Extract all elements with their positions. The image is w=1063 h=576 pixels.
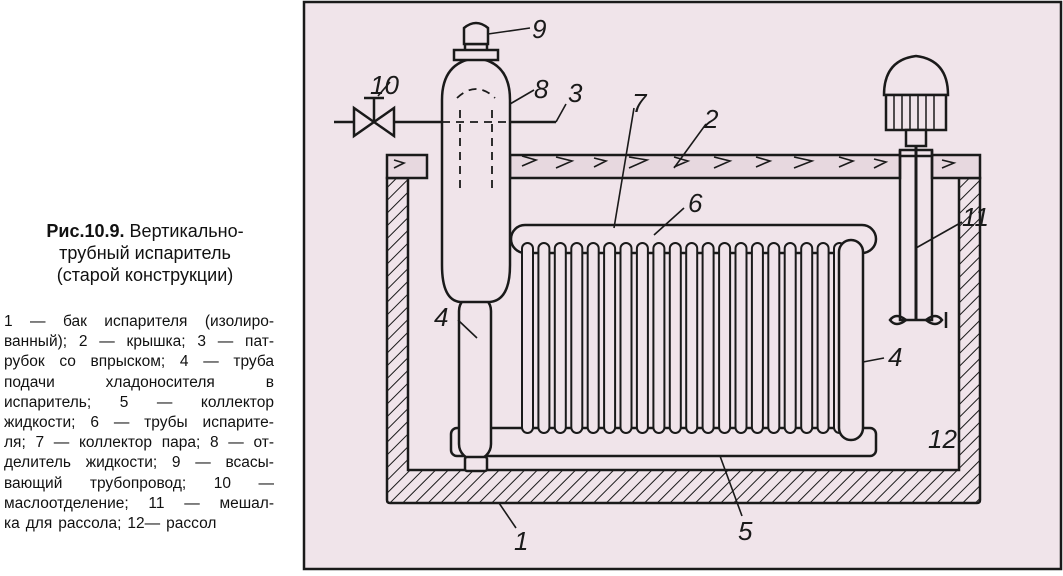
evaporator-tube — [537, 242, 551, 434]
evaporator-tube — [652, 242, 666, 434]
evaporator-tube — [701, 242, 715, 434]
diagram-svg: 9 10 3 8 7 6 2 4 4 5 1 11 12 — [302, 0, 1063, 571]
suction-line — [452, 21, 500, 62]
label-tank: 1 — [514, 526, 528, 556]
legend-line: испаритель;5—коллектор — [4, 393, 274, 411]
evaporator-tube — [635, 242, 649, 434]
evaporator-tubes — [521, 242, 846, 434]
label-brine-mixer: 11 — [962, 202, 989, 232]
feed-pipe-right — [837, 238, 865, 442]
figure-caption: Рис.10.9. Вертикально- трубный испарител… — [0, 0, 292, 571]
evaporator-tube — [816, 242, 830, 434]
evaporator-tube — [734, 242, 748, 434]
label-brine: 12 — [928, 424, 957, 454]
oil-separation-valve — [352, 96, 396, 139]
evaporator-tube — [553, 242, 567, 434]
evaporator-tube — [800, 242, 814, 434]
evaporator-tube — [570, 242, 584, 434]
evaporator-tube — [685, 242, 699, 434]
label-inlet-pipe: 3 — [568, 78, 583, 108]
figure-title: Рис.10.9. Вертикально- трубный испарител… — [4, 220, 286, 286]
evaporator-tube — [767, 242, 781, 434]
label-cover: 2 — [703, 104, 719, 134]
evaporator-tube — [718, 242, 732, 434]
label-oil-separation: 10 — [370, 70, 399, 100]
label-liquid-collector: 5 — [738, 516, 753, 546]
label-vapor-collector: 7 — [632, 88, 648, 118]
component-labels: 9 10 3 8 7 6 2 4 4 5 1 11 12 — [370, 14, 989, 556]
legend-line: маслоотделение;11—мешал- — [4, 494, 274, 512]
label-suction-line: 9 — [532, 14, 546, 44]
liquid-separator — [440, 56, 512, 473]
figure-title-line-1: Вертикально- — [129, 221, 244, 241]
liquid-collector — [449, 426, 878, 458]
evaporator-tube — [750, 242, 764, 434]
brine-mixer — [882, 54, 950, 328]
evaporator-tube — [603, 242, 617, 434]
figure-label: Рис.10.9. — [46, 221, 125, 241]
label-evaporator-tubes: 6 — [688, 188, 703, 218]
label-liquid-separator: 8 — [534, 74, 549, 104]
leader-lines — [377, 27, 963, 529]
evaporator-diagram: 9 10 3 8 7 6 2 4 4 5 1 11 12 — [294, 0, 1063, 571]
figure-title-line-3: (старой конструкции) — [56, 265, 234, 285]
evaporator-tube — [668, 242, 682, 434]
evaporator-tube — [783, 242, 797, 434]
feed-pipe-left — [457, 293, 493, 462]
figure-title-line-2: трубный испаритель — [59, 243, 231, 263]
evaporator-tube — [521, 242, 534, 434]
label-feed-pipe-left: 4 — [434, 302, 448, 332]
evaporator-tube — [586, 242, 600, 434]
label-feed-pipe-right: 4 — [888, 342, 902, 372]
evaporator-tube — [619, 242, 633, 434]
legend-line: ванный);2—крышка;3—пат- — [4, 333, 274, 351]
